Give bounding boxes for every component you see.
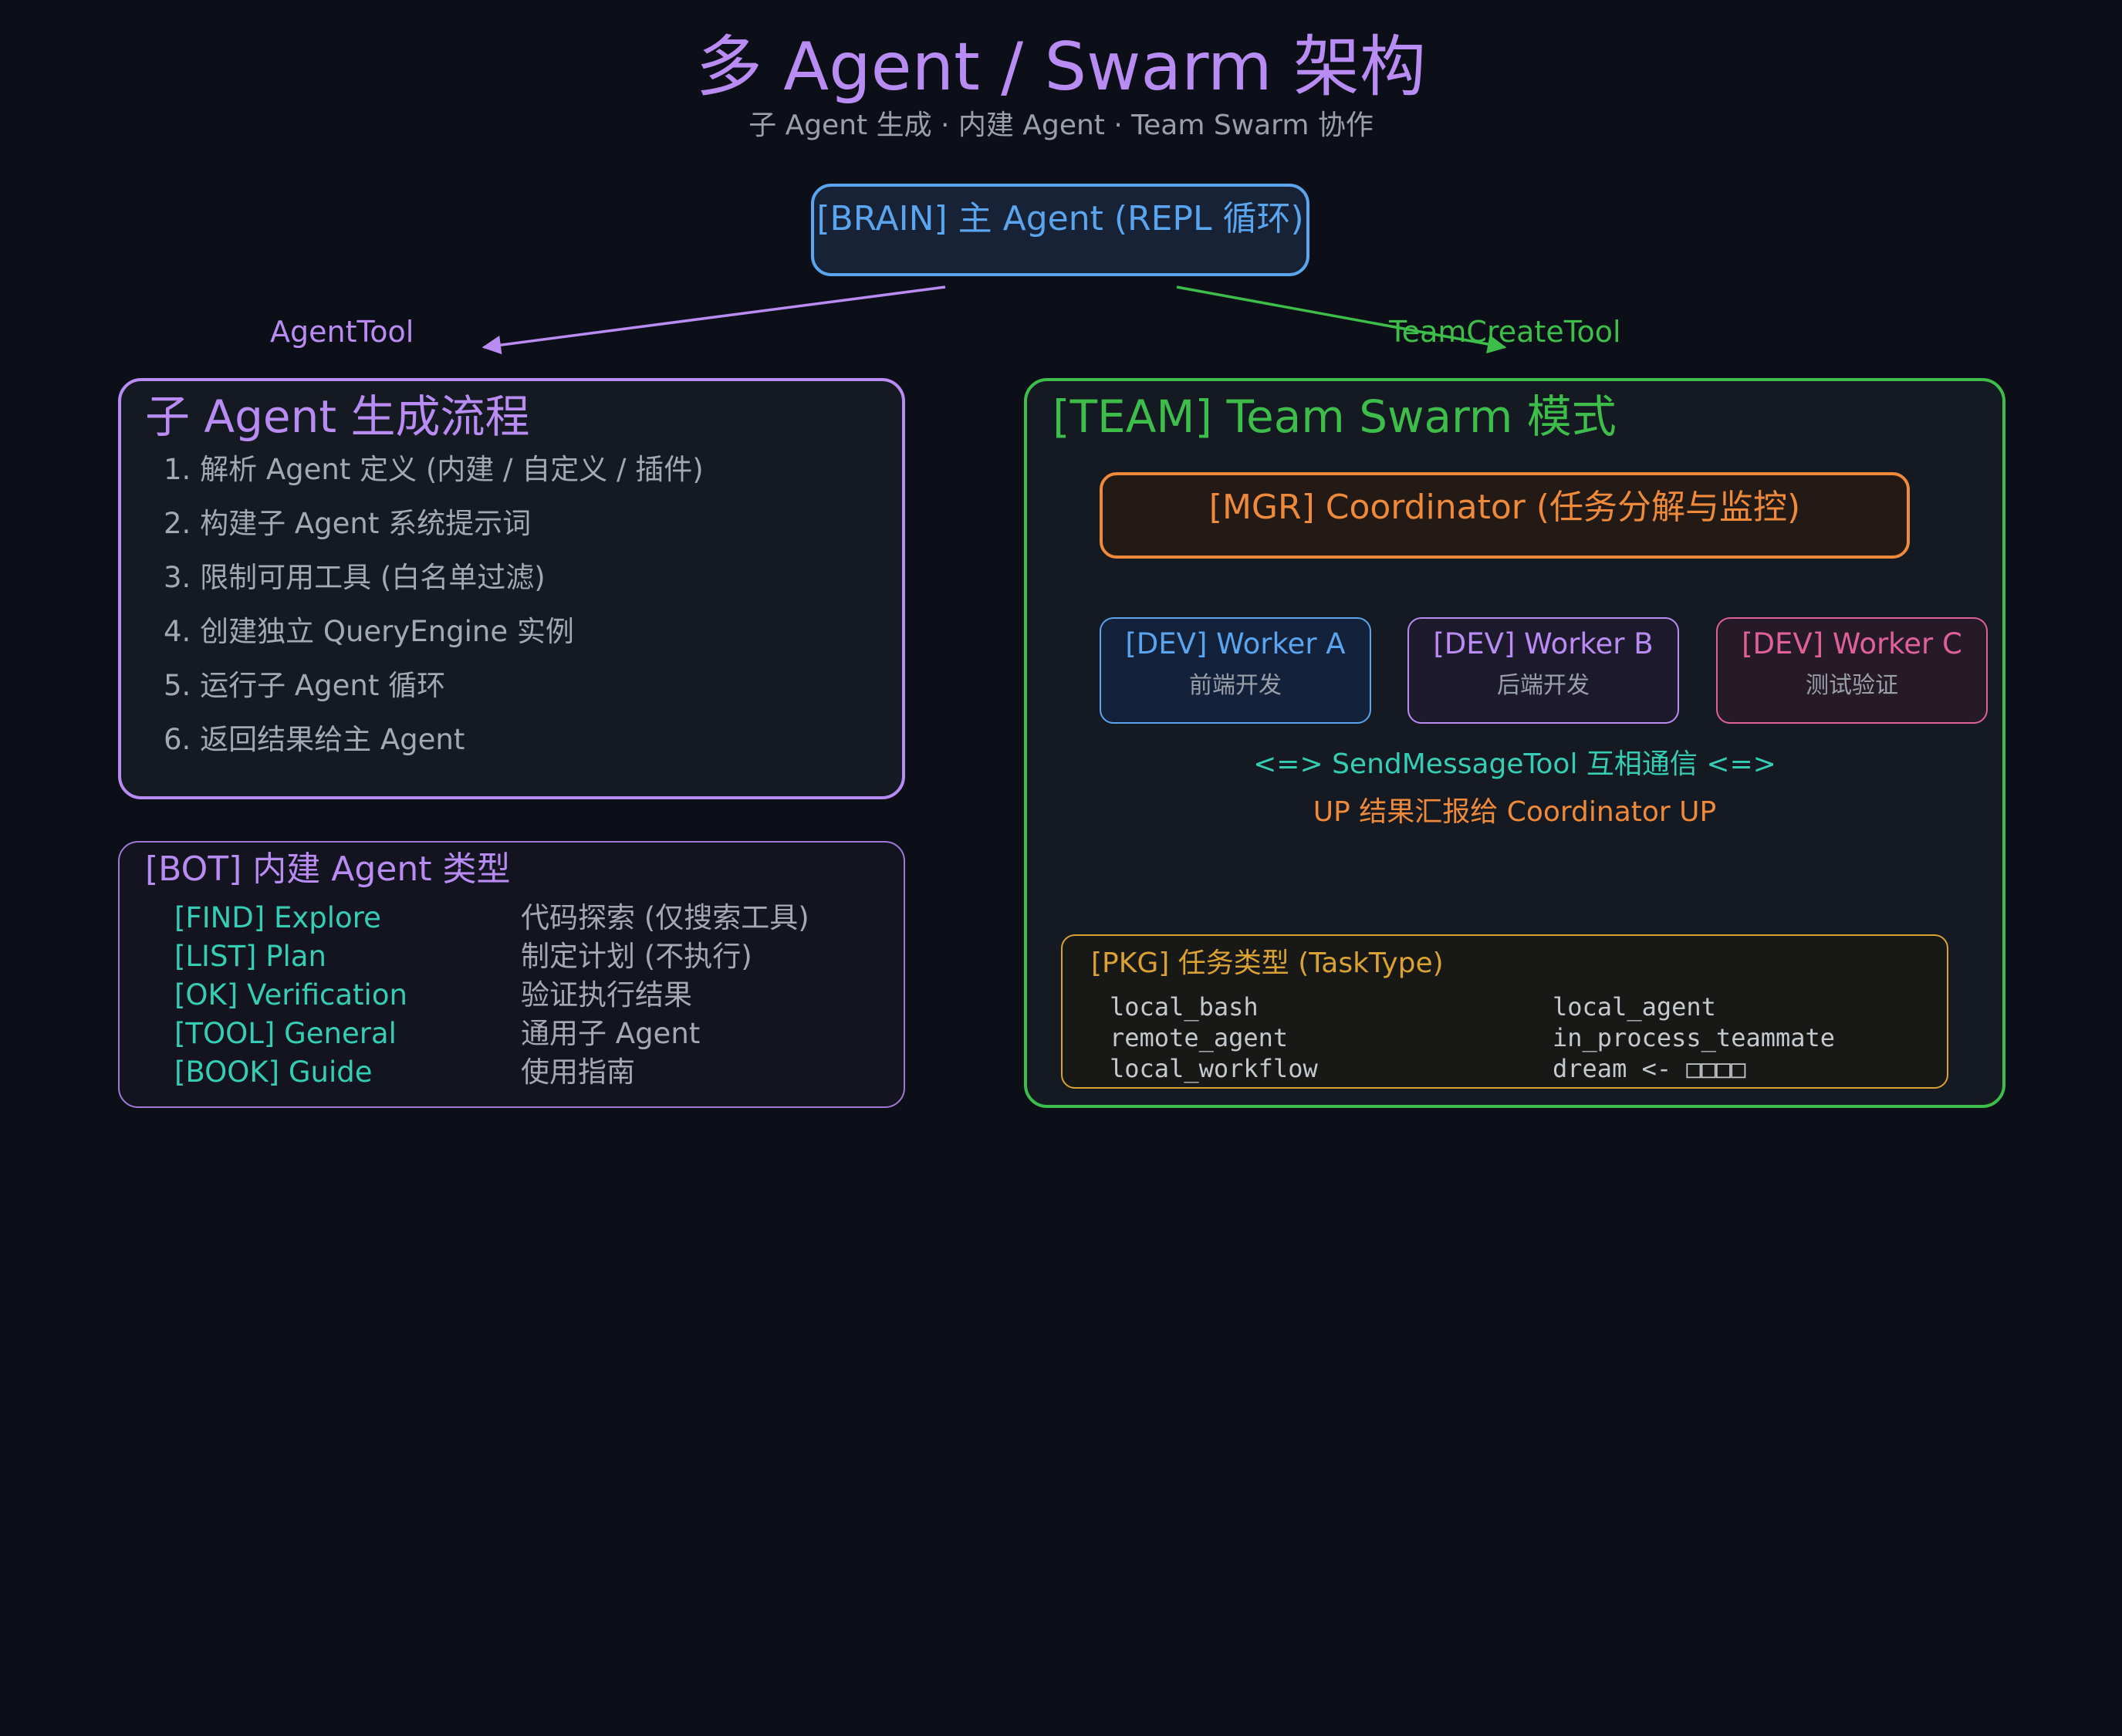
worker-a-role: 前端开发 bbox=[1189, 672, 1282, 699]
builtin-agent-desc: 制定计划 (不执行) bbox=[521, 940, 752, 973]
flow-step: 5. 运行子 Agent 循环 bbox=[164, 669, 446, 702]
worker-c-name: [DEV] Worker C bbox=[1742, 627, 1962, 660]
task-type: remote_agent bbox=[1110, 1023, 1289, 1052]
main-agent-label: [BRAIN] 主 Agent (REPL 循环) bbox=[816, 199, 1304, 238]
main-agent-node bbox=[811, 184, 1309, 276]
builtin-agent-name: [BOOK] Guide bbox=[174, 1055, 373, 1089]
send-message-note: <=> SendMessageTool 互相通信 <=> bbox=[1253, 748, 1776, 780]
team-create-tool-label: TeamCreateTool bbox=[1389, 315, 1621, 349]
builtin-agent-name: [OK] Verification bbox=[174, 978, 407, 1012]
builtin-agent-name: [FIND] Explore bbox=[174, 901, 381, 934]
builtin-agent-desc: 通用子 Agent bbox=[521, 1017, 701, 1050]
builtin-agent-name: [LIST] Plan bbox=[174, 940, 326, 973]
flow-step: 2. 构建子 Agent 系统提示词 bbox=[164, 507, 532, 540]
task-type: local_workflow bbox=[1110, 1054, 1318, 1083]
worker-b-role: 后端开发 bbox=[1497, 672, 1590, 699]
worker-b-name: [DEV] Worker B bbox=[1433, 627, 1654, 660]
task-type: dream <- □□□□ bbox=[1553, 1054, 1746, 1083]
worker-a-node bbox=[1100, 617, 1371, 724]
flow-step: 3. 限制可用工具 (白名单过滤) bbox=[164, 561, 546, 594]
worker-a-name: [DEV] Worker A bbox=[1125, 627, 1346, 660]
builtin-agents-panel bbox=[118, 841, 905, 1108]
diagram-subtitle: 子 Agent 生成 · 内建 Agent · Team Swarm 协作 bbox=[748, 110, 1374, 141]
task-type: in_process_teammate bbox=[1553, 1023, 1836, 1052]
agent-tool-label: AgentTool bbox=[270, 315, 414, 349]
builtin-agent-desc: 代码探索 (仅搜索工具) bbox=[521, 901, 809, 934]
task-types-box bbox=[1061, 934, 1948, 1089]
flow-step: 4. 创建独立 QueryEngine 实例 bbox=[164, 615, 574, 648]
worker-c-node bbox=[1716, 617, 1988, 724]
task-types-title: [PKG] 任务类型 (TaskType) bbox=[1091, 947, 1444, 979]
task-type: local_bash bbox=[1110, 992, 1259, 1022]
flow-step: 6. 返回结果给主 Agent bbox=[164, 723, 465, 756]
team-swarm-title: [TEAM] Team Swarm 模式 bbox=[1053, 390, 1617, 443]
builtin-agent-desc: 使用指南 bbox=[521, 1055, 635, 1089]
report-note: UP 结果汇报给 Coordinator UP bbox=[1313, 796, 1717, 828]
sub-agent-flow-title: 子 Agent 生成流程 bbox=[145, 390, 530, 443]
coordinator-label: [MGR] Coordinator (任务分解与监控) bbox=[1208, 488, 1801, 527]
agent-tool-arrow bbox=[482, 285, 946, 355]
flow-step: 1. 解析 Agent 定义 (内建 / 自定义 / 插件) bbox=[164, 453, 704, 486]
coordinator-node bbox=[1100, 472, 1910, 559]
sub-agent-flow-panel bbox=[118, 378, 905, 799]
builtin-agent-desc: 验证执行结果 bbox=[521, 978, 692, 1012]
builtin-agent-name: [TOOL] General bbox=[174, 1017, 397, 1050]
worker-b-node bbox=[1407, 617, 1679, 724]
task-type: local_agent bbox=[1553, 992, 1716, 1022]
builtin-agents-title: [BOT] 内建 Agent 类型 bbox=[145, 849, 511, 889]
diagram-title: 多 Agent / Swarm 架构 bbox=[695, 29, 1427, 106]
worker-c-role: 测试验证 bbox=[1806, 672, 1898, 699]
